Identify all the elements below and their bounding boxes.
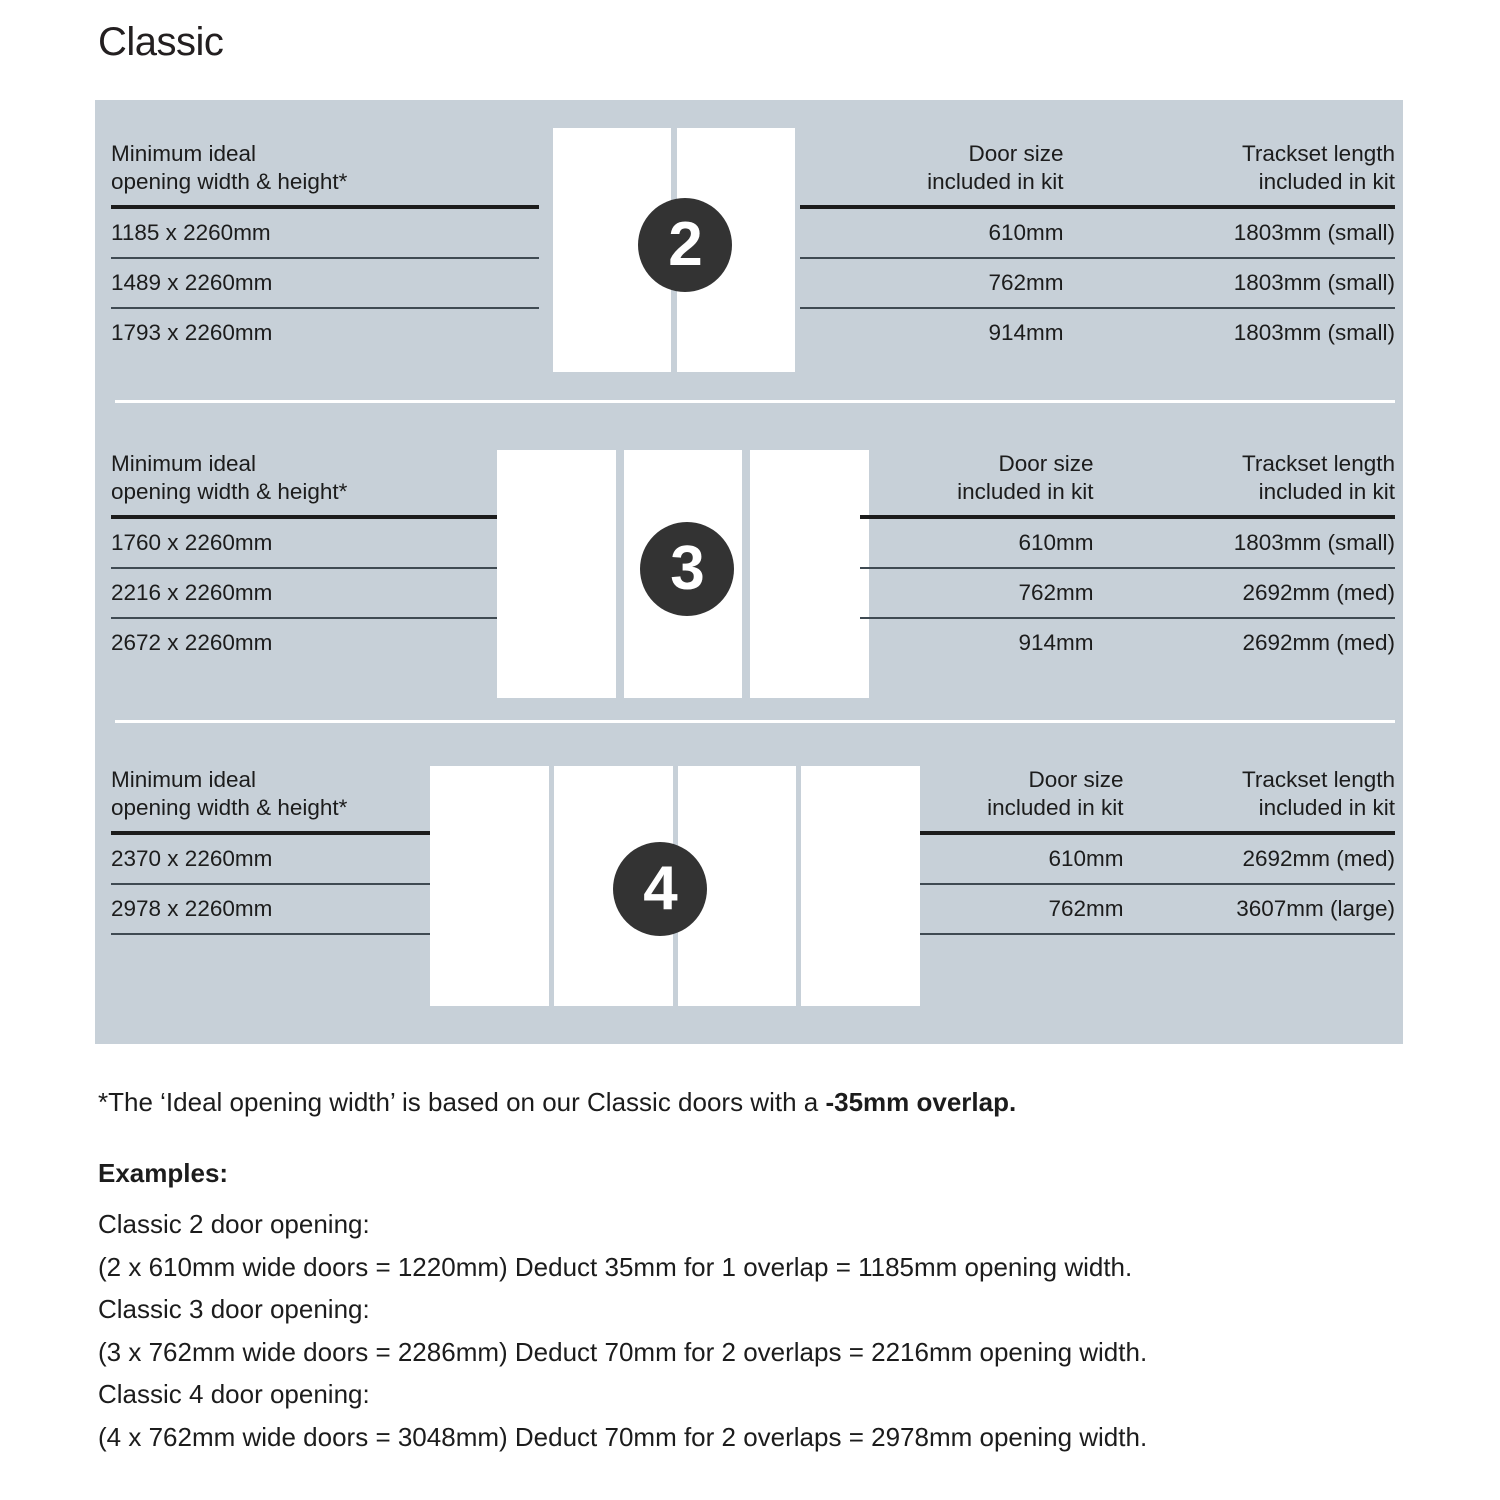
table-row: 610mm 1803mm (small) bbox=[800, 209, 1395, 257]
table-row: 2672 x 2260mm bbox=[111, 630, 273, 655]
cell-trackset: 2692mm (med) bbox=[1242, 580, 1395, 605]
row-divider bbox=[111, 567, 501, 569]
table-header-rule bbox=[860, 515, 1395, 519]
kit-contents-table-2door: Door size included in kit Trackset lengt… bbox=[800, 140, 1395, 357]
table-row: 762mm 3607mm (large) bbox=[920, 885, 1395, 933]
example-line: Classic 2 door opening: bbox=[98, 1209, 370, 1239]
door-panel bbox=[497, 450, 616, 698]
door-panel bbox=[750, 450, 869, 698]
column-header-trackset-length: Trackset length included in kit bbox=[1242, 451, 1395, 504]
table-row: 762mm 2692mm (med) bbox=[860, 569, 1395, 617]
table-row: 914mm 1803mm (small) bbox=[800, 309, 1395, 357]
table-row: 1489 x 2260mm bbox=[111, 270, 273, 295]
table-header-rule bbox=[111, 831, 438, 835]
table-row: 1760 x 2260mm bbox=[111, 530, 273, 555]
cell-trackset: 1803mm (small) bbox=[1233, 320, 1395, 345]
cell-door-size: 762mm bbox=[988, 270, 1064, 295]
row-divider bbox=[920, 933, 1395, 935]
cell-door-size: 762mm bbox=[1018, 580, 1094, 605]
opening-size-table-4door: Minimum ideal opening width & height* 23… bbox=[111, 766, 438, 935]
cell-door-size: 610mm bbox=[988, 220, 1064, 245]
kit-contents-table-3door: Door size included in kit Trackset lengt… bbox=[860, 450, 1395, 667]
table-row: 2216 x 2260mm bbox=[111, 580, 273, 605]
row-divider bbox=[920, 883, 1395, 885]
column-header-door-size: Door size included in kit bbox=[987, 767, 1124, 820]
table-row: 2978 x 2260mm bbox=[111, 896, 273, 921]
column-header-door-size: Door size included in kit bbox=[927, 141, 1064, 194]
examples-list: Classic 2 door opening: (2 x 610mm wide … bbox=[98, 1203, 1428, 1458]
table-row: 762mm 1803mm (small) bbox=[800, 259, 1395, 307]
kit-contents-table-4door: Door size included in kit Trackset lengt… bbox=[920, 766, 1395, 935]
section-4-door: Minimum ideal opening width & height* 23… bbox=[95, 724, 1403, 1044]
table-row: 914mm 2692mm (med) bbox=[860, 619, 1395, 667]
row-divider bbox=[800, 307, 1395, 309]
table-header-rule bbox=[920, 831, 1395, 835]
example-line: (2 x 610mm wide doors = 1220mm) Deduct 3… bbox=[98, 1251, 1133, 1282]
example-line: Classic 3 door opening: bbox=[98, 1294, 370, 1324]
door-count-badge-3: 3 bbox=[640, 522, 734, 616]
door-count-badge-2: 2 bbox=[638, 198, 732, 292]
page-title: Classic bbox=[98, 20, 224, 64]
row-divider bbox=[860, 617, 1395, 619]
cell-trackset: 3607mm (large) bbox=[1236, 896, 1395, 921]
specification-card: Minimum ideal opening width & height* 11… bbox=[95, 100, 1403, 1044]
row-divider bbox=[111, 617, 501, 619]
examples-heading: Examples: bbox=[98, 1158, 229, 1188]
section-3-door: Minimum ideal opening width & height* 17… bbox=[95, 404, 1403, 722]
opening-size-table-2door: Minimum ideal opening width & height* 11… bbox=[111, 140, 539, 357]
cell-door-size: 914mm bbox=[1018, 630, 1094, 655]
column-header-door-size: Door size included in kit bbox=[957, 451, 1094, 504]
row-divider bbox=[111, 883, 438, 885]
door-panel bbox=[801, 766, 920, 1006]
column-header-minimum-opening: Minimum ideal opening width & height* bbox=[111, 451, 348, 504]
column-header-trackset-length: Trackset length included in kit bbox=[1242, 767, 1395, 820]
row-divider bbox=[800, 257, 1395, 259]
cell-trackset: 1803mm (small) bbox=[1233, 220, 1395, 245]
example-line: Classic 4 door opening: bbox=[98, 1379, 370, 1409]
footnote-emphasis: -35mm overlap. bbox=[825, 1087, 1017, 1117]
row-divider bbox=[111, 307, 539, 309]
door-count-badge-4: 4 bbox=[613, 842, 707, 936]
row-divider bbox=[111, 257, 539, 259]
example-line: (3 x 762mm wide doors = 2286mm) Deduct 7… bbox=[98, 1336, 1148, 1367]
table-header-rule bbox=[800, 205, 1395, 209]
section-divider bbox=[115, 400, 1395, 403]
table-header-rule bbox=[111, 205, 539, 209]
cell-door-size: 914mm bbox=[988, 320, 1064, 345]
cell-trackset: 1803mm (small) bbox=[1233, 530, 1395, 555]
cell-trackset: 1803mm (small) bbox=[1233, 270, 1395, 295]
opening-size-table-3door: Minimum ideal opening width & height* 17… bbox=[111, 450, 501, 667]
cell-door-size: 610mm bbox=[1048, 846, 1124, 871]
table-row: 610mm 1803mm (small) bbox=[860, 519, 1395, 567]
table-header-rule bbox=[111, 515, 501, 519]
column-header-minimum-opening: Minimum ideal opening width & height* bbox=[111, 141, 348, 194]
cell-door-size: 610mm bbox=[1018, 530, 1094, 555]
example-line: (4 x 762mm wide doors = 3048mm) Deduct 7… bbox=[98, 1421, 1148, 1452]
cell-trackset: 2692mm (med) bbox=[1242, 630, 1395, 655]
column-header-minimum-opening: Minimum ideal opening width & height* bbox=[111, 767, 348, 820]
table-row: 2370 x 2260mm bbox=[111, 846, 273, 871]
cell-door-size: 762mm bbox=[1048, 896, 1124, 921]
row-divider bbox=[860, 567, 1395, 569]
overlap-footnote: *The ‘Ideal opening width’ is based on o… bbox=[98, 1085, 1016, 1119]
row-divider bbox=[111, 933, 438, 935]
cell-trackset: 2692mm (med) bbox=[1242, 846, 1395, 871]
column-header-trackset-length: Trackset length included in kit bbox=[1242, 141, 1395, 194]
footnote-text: *The ‘Ideal opening width’ is based on o… bbox=[98, 1087, 826, 1117]
table-row: 1185 x 2260mm bbox=[111, 220, 271, 245]
table-row: 610mm 2692mm (med) bbox=[920, 835, 1395, 883]
section-2-door: Minimum ideal opening width & height* 11… bbox=[95, 100, 1403, 402]
door-panel bbox=[430, 766, 549, 1006]
table-row: 1793 x 2260mm bbox=[111, 320, 273, 345]
section-divider bbox=[115, 720, 1395, 723]
